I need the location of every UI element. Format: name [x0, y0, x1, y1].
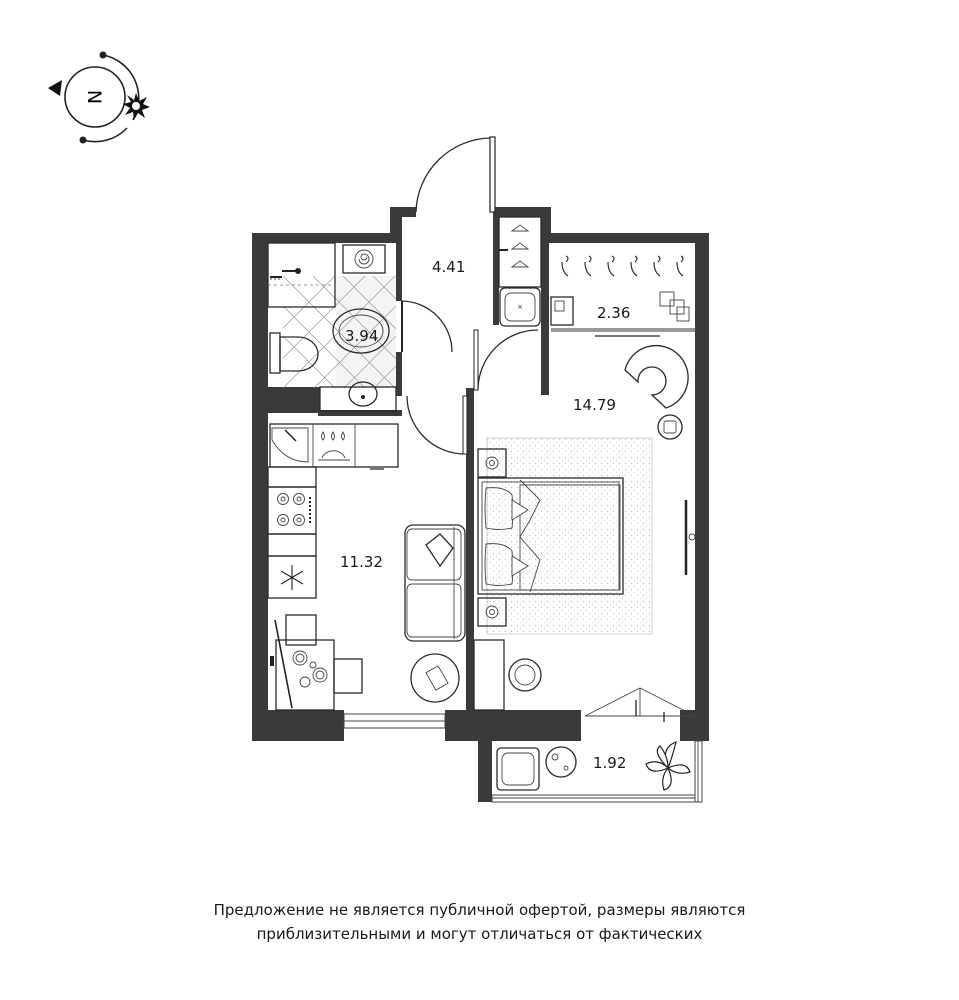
cushion-icon [425, 533, 454, 568]
bedroom-door [473, 329, 479, 391]
wardrobe-shelf [550, 296, 574, 326]
room-area-corridor: 4.41 [432, 258, 465, 276]
corridor-closet [498, 216, 542, 288]
room-area-wardrobe: 2.36 [597, 304, 630, 322]
bedroom: 14.79 [473, 344, 696, 711]
rug [486, 437, 653, 635]
plant-icon [645, 741, 691, 791]
hanger-icon [510, 224, 530, 268]
balcony-table [545, 746, 577, 778]
kitchen-living: 11.32 [267, 423, 466, 729]
compass-letter: N [83, 90, 105, 104]
room-area-kitchen: 11.32 [340, 553, 383, 571]
shower-cabin [267, 242, 336, 308]
coffee-table [410, 653, 460, 703]
compass-ring [64, 66, 126, 128]
nightstand-top [477, 448, 507, 478]
shirt-icon [659, 291, 690, 322]
spiral-icon [358, 253, 370, 265]
fridge [267, 555, 317, 599]
dresser [473, 639, 505, 711]
disclaimer-line-2: приблизительными и могут отличаться от ф… [256, 925, 703, 943]
dining-table [275, 639, 335, 711]
sofa [404, 524, 466, 642]
room-area-bathroom: 3.94 [345, 327, 378, 345]
sink-icon [348, 381, 378, 407]
nightstand-bottom [477, 597, 507, 627]
snowflake-icon [280, 565, 304, 590]
dining-chair-top [285, 614, 317, 646]
kitchen-sink-icon [271, 427, 309, 463]
wardrobe: 2.36 [550, 255, 695, 337]
corridor: × 4.41 [432, 216, 542, 327]
walls [252, 207, 709, 802]
dining-chair-right [333, 658, 363, 694]
cooktop [267, 486, 317, 535]
doors [401, 136, 696, 722]
sun-icon [123, 93, 150, 120]
bathroom: 3.94 [267, 242, 397, 412]
entrance-door-arc [415, 137, 492, 213]
room-area-bedroom: 14.79 [573, 396, 616, 414]
kitchen-counter-top [269, 423, 399, 468]
plates-icon [292, 650, 328, 688]
washing-machine [342, 244, 386, 274]
bathtub [332, 308, 390, 354]
kitchen-door [462, 395, 468, 455]
disclaimer-line-1: Предложение не является публичной оферто… [213, 901, 746, 919]
compass-arrow-icon [48, 80, 62, 96]
drop-icon [321, 431, 345, 441]
side-table [657, 414, 683, 440]
pillow-icon [484, 487, 529, 586]
compass: N [48, 51, 150, 144]
svg-text:×: × [517, 303, 523, 311]
armchair-icon [624, 344, 689, 409]
hanger-row-icon [561, 255, 684, 277]
pouf [499, 287, 541, 327]
balcony-chair [496, 747, 540, 791]
balcony: 1.92 [491, 740, 703, 803]
pouf-round [508, 658, 542, 692]
bed [477, 477, 624, 595]
room-area-balcony: 1.92 [593, 754, 626, 772]
toilet-icon [269, 332, 319, 374]
entrance-door [489, 136, 496, 213]
